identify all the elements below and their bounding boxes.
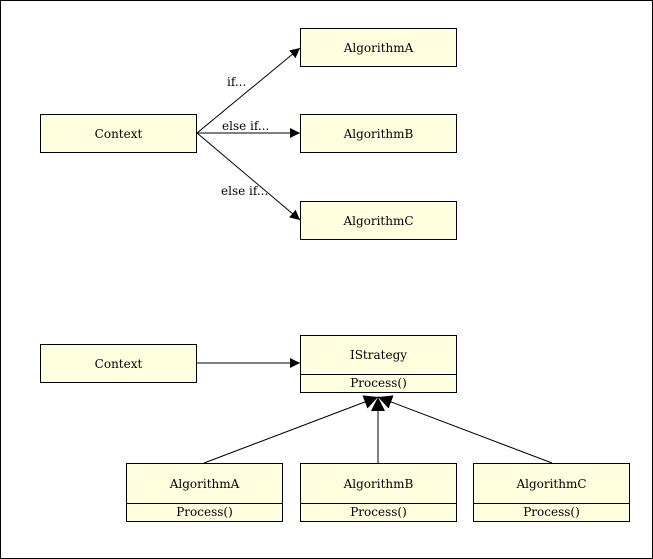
algorithm-b-class-box[interactable]: AlgorithmB Process() xyxy=(300,463,457,522)
algorithm-b-box-top[interactable]: AlgorithmB xyxy=(300,114,457,153)
algorithm-a-operation: Process() xyxy=(127,503,282,521)
algorithm-c-name: AlgorithmC xyxy=(516,476,587,491)
edge-context-to-algorithm-a xyxy=(196,47,301,134)
algorithm-c-operation: Process() xyxy=(474,503,629,521)
edge-context-to-algorithm-c xyxy=(196,132,301,221)
istrategy-interface-box[interactable]: IStrategy Process() xyxy=(300,335,457,393)
edge-b-label: else if... xyxy=(222,119,270,133)
algorithm-b-label: AlgorithmB xyxy=(343,126,414,141)
edge-algorithm-a-implements xyxy=(203,395,379,464)
edge-c-label: else if... xyxy=(221,184,269,198)
edge-algorithm-c-implements xyxy=(377,395,553,464)
context-label: Context xyxy=(94,356,143,371)
algorithm-b-name: AlgorithmB xyxy=(343,476,414,491)
algorithm-a-box-top[interactable]: AlgorithmA xyxy=(300,28,457,67)
context-box-top[interactable]: Context xyxy=(40,114,197,153)
algorithm-b-operation: Process() xyxy=(301,503,456,521)
algorithm-a-name: AlgorithmA xyxy=(169,476,240,491)
algorithm-a-class-box[interactable]: AlgorithmA Process() xyxy=(126,463,283,522)
context-label: Context xyxy=(94,126,143,141)
istrategy-operation: Process() xyxy=(301,374,456,392)
istrategy-name: IStrategy xyxy=(349,348,408,362)
algorithm-c-box-top[interactable]: AlgorithmC xyxy=(300,201,457,240)
algorithm-c-label: AlgorithmC xyxy=(343,213,414,228)
edge-a-label: if... xyxy=(227,75,247,89)
algorithm-a-label: AlgorithmA xyxy=(343,40,414,55)
context-box-bottom[interactable]: Context xyxy=(40,344,197,383)
algorithm-c-class-box[interactable]: AlgorithmC Process() xyxy=(473,463,630,522)
